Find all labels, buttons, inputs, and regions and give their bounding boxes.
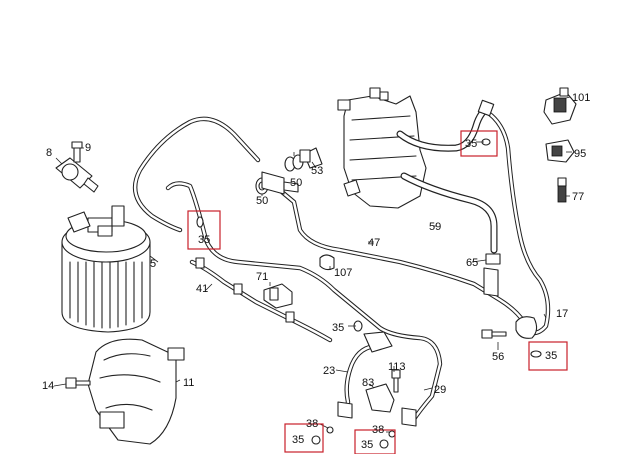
callout-101[interactable]: 101 [572,92,590,104]
callout-35-left[interactable]: 35 [198,234,210,246]
callout-41[interactable]: 41 [196,283,208,295]
callout-50-right[interactable]: 50 [290,177,302,189]
highlight-box-35-top [460,130,498,157]
fuel-line-part-17[interactable] [477,99,551,339]
highlight-box-35-bottom-left [284,423,324,453]
callout-71[interactable]: 71 [256,271,268,283]
fuel-filter-part-5[interactable] [61,205,151,333]
callout-95[interactable]: 95 [574,148,586,160]
callout-23[interactable]: 23 [323,365,335,377]
callout-83[interactable]: 83 [362,377,374,389]
callout-29[interactable]: 29 [434,384,446,396]
fuel-line-part-23[interactable] [337,331,393,419]
callout-59[interactable]: 59 [429,221,441,233]
highlight-box-35-right [528,341,568,371]
fuel-cooler-part-59[interactable] [337,87,427,209]
callout-77[interactable]: 77 [572,191,584,203]
banjo-fitting-part-8[interactable] [55,157,99,193]
sensor-part-101[interactable] [543,87,577,125]
callout-53[interactable]: 53 [311,165,323,177]
callout-35-bottom-right[interactable]: 35 [361,439,373,451]
clip-part-71[interactable] [263,283,293,309]
callout-38-left[interactable]: 38 [306,418,318,430]
callout-50-left[interactable]: 50 [256,195,268,207]
callout-47[interactable]: 47 [368,237,380,249]
connector-part-65[interactable] [483,253,501,297]
callout-17[interactable]: 17 [556,308,568,320]
leader-lines [53,96,572,433]
bracket-part-83[interactable] [365,383,395,413]
clip-part-107[interactable] [319,254,335,271]
fuel-line-end-part-29[interactable] [401,407,417,427]
hose-part-59[interactable] [396,102,498,254]
callout-11[interactable]: 11 [183,377,194,389]
callout-56[interactable]: 56 [492,351,504,363]
washer-icon [196,138,542,449]
callout-labels: 101 95 77 9 8 53 50 50 35 35 35 35 35 35… [42,92,590,451]
fuel-line-part-41[interactable] [189,257,333,343]
bolt-part-113[interactable] [391,369,401,393]
plug-part-77[interactable] [557,177,567,203]
callout-8[interactable]: 8 [46,147,52,159]
callout-14[interactable]: 14 [42,380,54,392]
callout-65[interactable]: 65 [466,257,478,269]
fitting-part-95[interactable] [545,139,575,163]
bolt-part-56[interactable] [481,329,507,339]
callout-35-right[interactable]: 35 [545,350,557,362]
highlight-box-35-bottom-right [354,429,396,454]
callout-9[interactable]: 9 [85,142,91,154]
bolt-part-9[interactable] [71,141,83,163]
filter-bracket-part-11[interactable] [87,338,185,445]
callout-5[interactable]: 5 [150,258,156,270]
highlight-boxes [187,130,568,454]
fuel-line-part-47[interactable] [132,116,527,425]
callout-113[interactable]: 113 [388,361,406,373]
check-valve-part-50[interactable] [261,171,299,195]
fitting-part-53[interactable] [299,147,323,169]
bolt-part-14[interactable] [65,377,91,389]
callout-35-middle[interactable]: 35 [332,322,344,334]
highlight-box-35-left [187,210,221,250]
callout-35-bottom-left[interactable]: 35 [292,434,304,446]
callout-35-top[interactable]: 35 [465,138,477,150]
callout-107[interactable]: 107 [334,267,352,279]
callout-38-right[interactable]: 38 [372,424,384,436]
